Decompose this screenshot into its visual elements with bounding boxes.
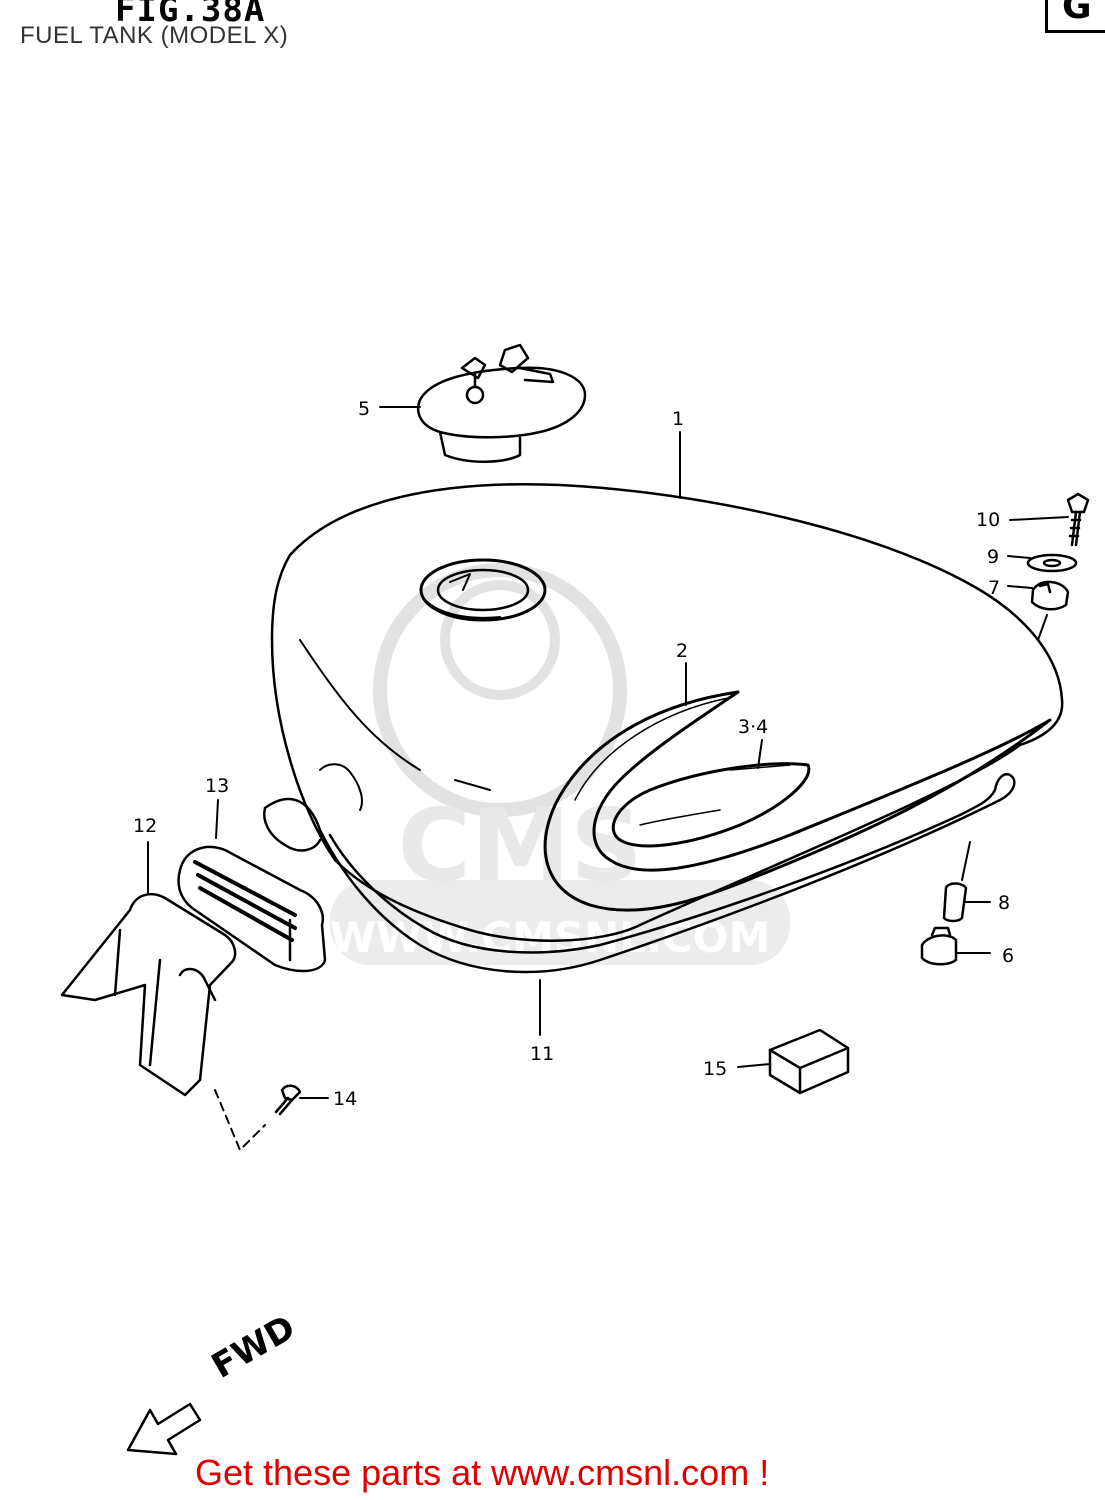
footer-link-text[interactable]: Get these parts at www.cmsnl.com ! <box>195 1452 770 1493</box>
section-badge: G <box>1045 0 1105 33</box>
callout-10: 10 <box>976 509 1000 531</box>
callout-9: 9 <box>987 546 999 568</box>
trim-strip-part-11 <box>263 763 1016 974</box>
fuel-tank-part-1 <box>270 483 1064 942</box>
forward-direction-arrow-icon <box>126 1402 202 1456</box>
callout-5: 5 <box>358 398 370 420</box>
grommet-pad-part-13 <box>177 845 327 973</box>
figure-title: FIG.38A <box>115 0 266 30</box>
bolt-part-10 <box>1066 492 1090 547</box>
watermark-url-text: WWW.CMSNL.COM <box>330 913 771 962</box>
callout-2: 2 <box>676 640 688 662</box>
watermark-logo-text: CMS <box>398 787 643 904</box>
leader-lines <box>147 406 1069 1151</box>
callout-8: 8 <box>998 892 1010 914</box>
callout-12: 12 <box>133 815 157 837</box>
emblem-stripe-part-2 <box>543 690 1052 912</box>
figure-subtitle: FUEL TANK (MODEL X) <box>20 22 289 49</box>
badge-part-3-4 <box>611 762 811 848</box>
callout-11: 11 <box>530 1043 554 1065</box>
washer-part-9 <box>1026 553 1078 573</box>
cushion-part-8 <box>942 882 968 923</box>
callout-6: 6 <box>1002 945 1014 967</box>
callout-7: 7 <box>988 577 1000 599</box>
callout-labels: 1 2 3·4 5 6 7 8 9 10 11 12 13 14 15 <box>133 398 1014 1110</box>
screw-part-14 <box>274 1084 302 1116</box>
cushion-part-7 <box>1030 580 1070 611</box>
watermark-mascot-icon <box>373 563 627 817</box>
pad-part-15 <box>768 1028 850 1095</box>
bracket-part-12 <box>60 893 237 1097</box>
callout-15: 15 <box>703 1058 727 1080</box>
callout-13: 13 <box>205 775 229 797</box>
fuel-cap-part-5 <box>416 343 587 463</box>
section-badge-label: G <box>1062 0 1092 27</box>
callout-3-4: 3·4 <box>738 716 768 738</box>
watermark: CMS WWW.CMSNL.COM <box>330 563 790 965</box>
damper-part-6 <box>920 926 958 966</box>
callout-14: 14 <box>333 1088 357 1110</box>
callout-1: 1 <box>672 408 684 430</box>
